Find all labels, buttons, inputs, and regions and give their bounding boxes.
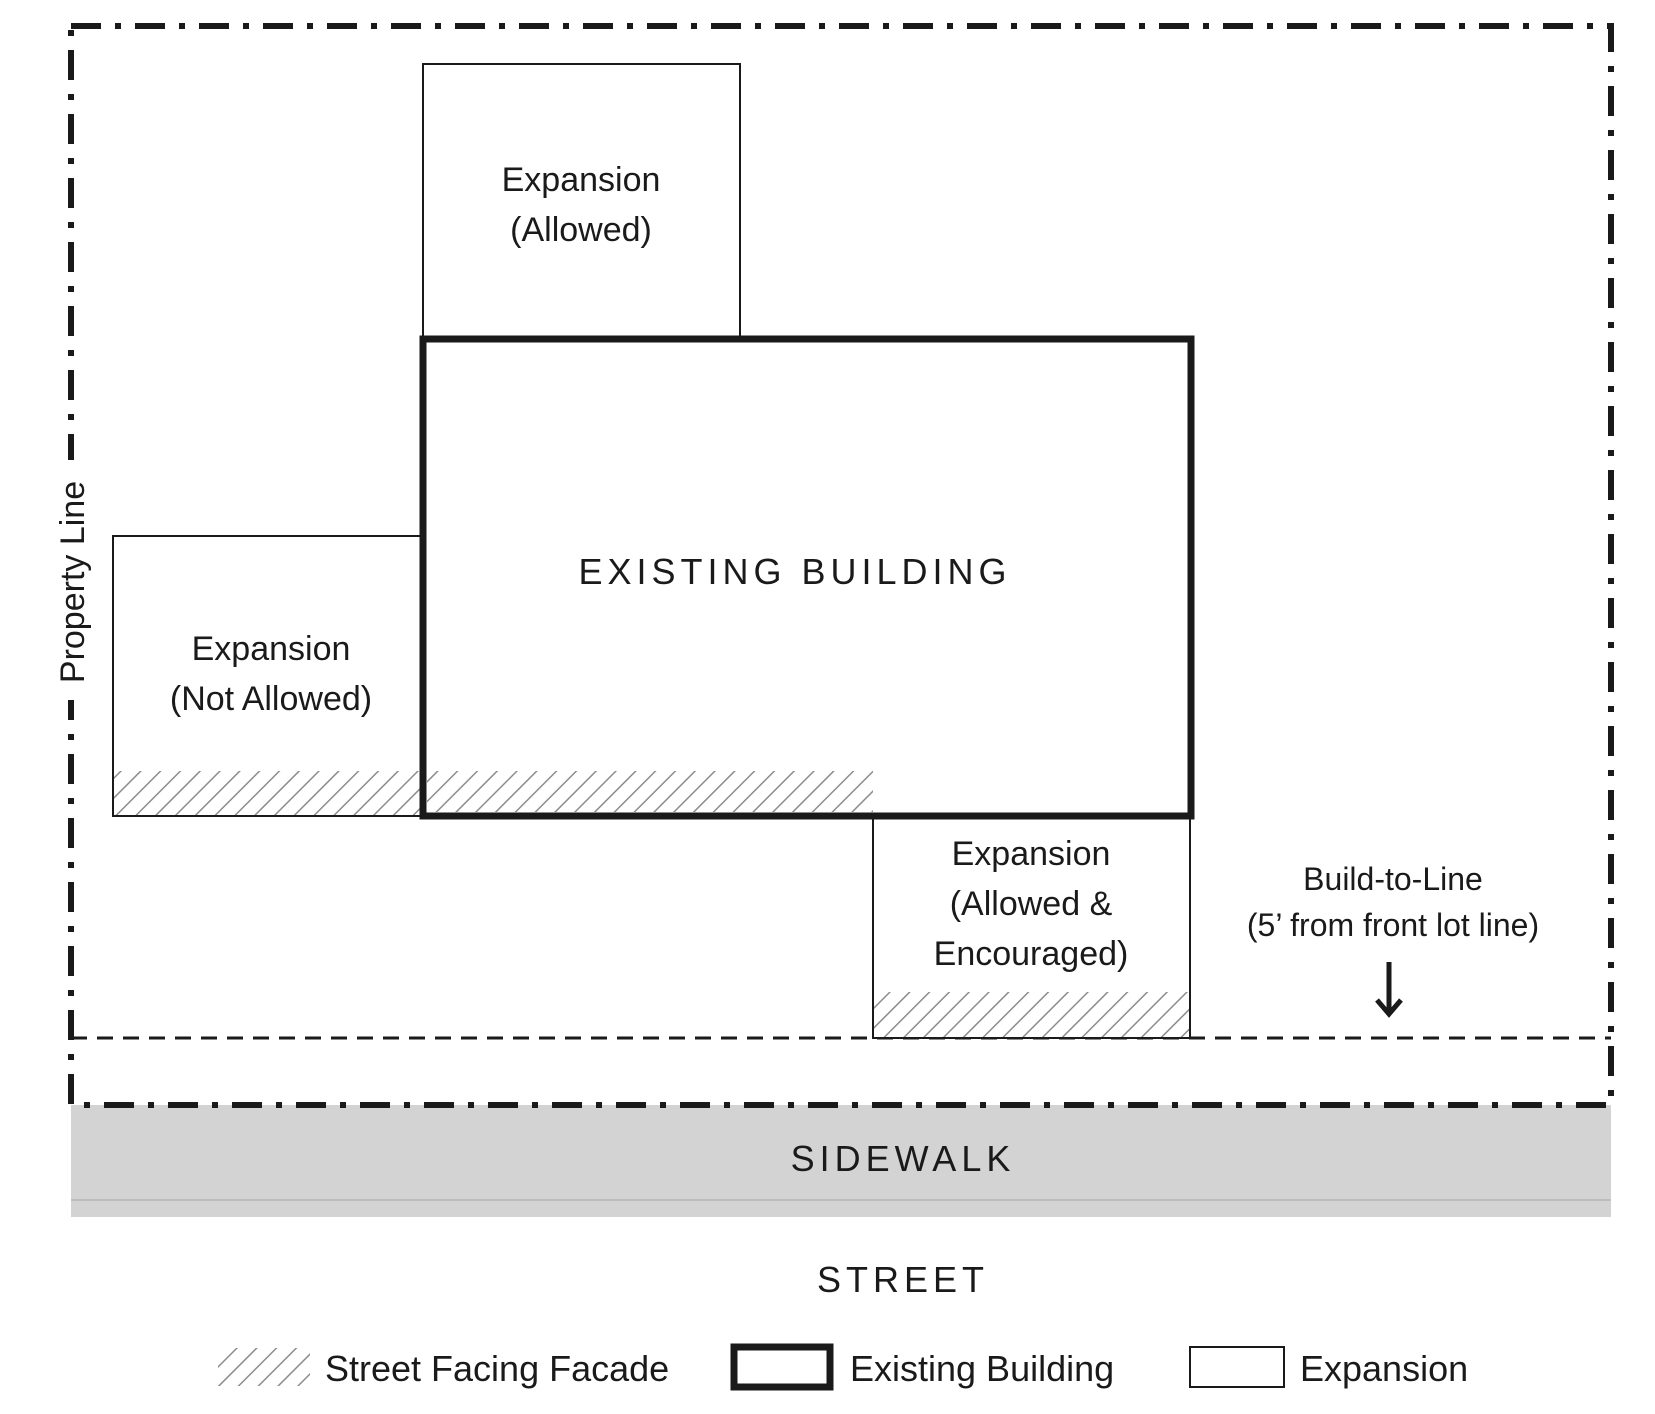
expansion-front-label-line2: (Allowed & — [950, 885, 1113, 923]
legend: Street Facing Facade Existing Building E… — [218, 1343, 1468, 1391]
legend-expansion-label: Expansion — [1300, 1348, 1468, 1389]
legend-street-facing-facade-label: Street Facing Facade — [325, 1348, 669, 1389]
property-line-label: Property Line — [54, 481, 92, 683]
street-facing-facade-hatch-left — [114, 771, 422, 815]
expansion-top-label-line1: Expansion — [502, 161, 661, 199]
street-label: STREET — [817, 1259, 989, 1300]
legend-street-facing-facade-swatch — [218, 1348, 310, 1386]
expansion-left-box — [112, 535, 424, 817]
expansion-left-label-line2: (Not Allowed) — [170, 680, 372, 718]
expansion-top-label-line2: (Allowed) — [510, 211, 652, 249]
legend-expansion-swatch — [1189, 1346, 1285, 1388]
existing-building-label: EXISTING BUILDING — [578, 551, 1011, 592]
expansion-top-box — [422, 63, 741, 340]
expansion-front-label-line3: Encouraged) — [934, 935, 1129, 973]
legend-existing-building-label: Existing Building — [850, 1348, 1114, 1389]
street-facing-facade-hatch-front — [874, 992, 1189, 1037]
build-to-line-label-line2: (5’ from front lot line) — [1247, 907, 1539, 943]
legend-existing-building-swatch — [730, 1343, 834, 1391]
street-facing-facade-hatch-existing — [427, 771, 873, 812]
down-arrow-icon — [1375, 962, 1403, 1018]
sidewalk-area — [71, 1105, 1611, 1217]
existing-building-box — [419, 335, 1195, 820]
property-line-label-backdrop — [52, 460, 92, 700]
expansion-front-label-line1: Expansion — [952, 835, 1111, 873]
sidewalk-label: SIDEWALK — [791, 1138, 1016, 1179]
expansion-left-label-line1: Expansion — [192, 630, 351, 668]
build-to-line-label-line1: Build-to-Line — [1303, 861, 1483, 897]
